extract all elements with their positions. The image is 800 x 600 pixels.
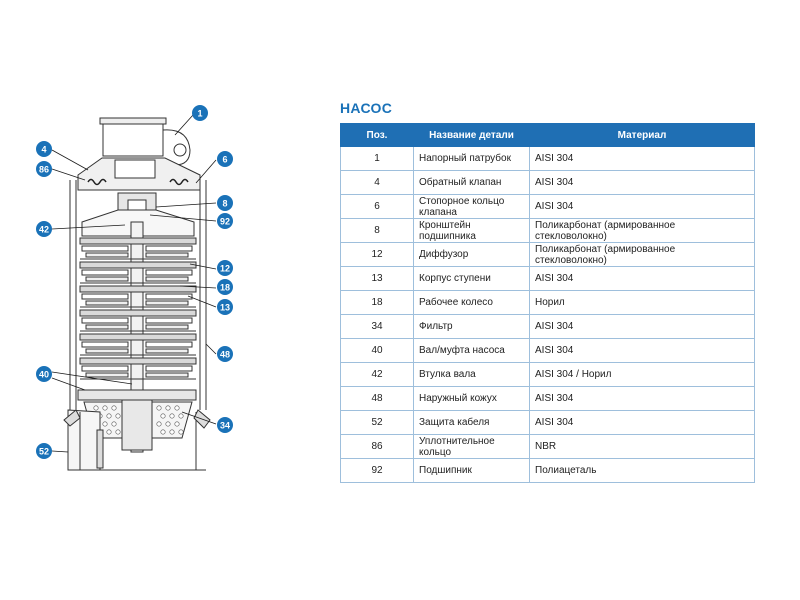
material-cell: AISI 304	[529, 266, 755, 291]
position-cell: 12	[340, 242, 414, 267]
position-cell: 34	[340, 314, 414, 339]
svg-text:48: 48	[220, 350, 230, 360]
callout-48: 48	[217, 346, 233, 362]
svg-text:13: 13	[220, 303, 230, 313]
section-title: НАСОС	[340, 100, 393, 116]
material-cell: Поликарбонат (армированное стекловолокно…	[529, 218, 755, 243]
callout-42: 42	[36, 221, 52, 237]
column-header-part-name: Название детали	[413, 123, 530, 147]
position-cell: 1	[340, 146, 414, 171]
position-cell: 6	[340, 194, 414, 219]
material-cell: AISI 304	[529, 194, 755, 219]
pump-cross-section-diagram: 1 4 86 6 8 92 42 12 18 13 48 40 34 52	[36, 105, 233, 471]
svg-text:86: 86	[39, 165, 49, 175]
material-cell: AISI 304	[529, 410, 755, 435]
callout-40: 40	[36, 366, 52, 382]
part-name-cell: Фильтр	[413, 314, 530, 339]
part-name-cell: Стопорное кольцо клапана	[413, 194, 530, 219]
material-cell: NBR	[529, 434, 755, 459]
part-name-cell: Наружный кожух	[413, 386, 530, 411]
svg-text:1: 1	[197, 109, 202, 119]
svg-text:42: 42	[39, 225, 49, 235]
callout-18: 18	[217, 279, 233, 295]
position-cell: 13	[340, 266, 414, 291]
svg-text:34: 34	[220, 421, 230, 431]
material-cell: AISI 304 / Норил	[529, 362, 755, 387]
svg-text:92: 92	[220, 217, 230, 227]
callout-92: 92	[217, 213, 233, 229]
position-cell: 8	[340, 218, 414, 243]
material-cell: AISI 304	[529, 386, 755, 411]
position-cell: 92	[340, 458, 414, 483]
material-cell: Поликарбонат (армированное стекловолокно…	[529, 242, 755, 267]
column-header-position: Поз.	[340, 123, 414, 147]
table-header-row: Поз. Название детали Материал	[340, 123, 755, 147]
svg-text:6: 6	[222, 155, 227, 165]
part-name-cell: Диффузор	[413, 242, 530, 267]
part-name-cell: Втулка вала	[413, 362, 530, 387]
callout-86: 86	[36, 161, 52, 177]
svg-text:40: 40	[39, 370, 49, 380]
part-name-cell: Корпус ступени	[413, 266, 530, 291]
callout-12: 12	[217, 260, 233, 276]
part-name-cell: Подшипник	[413, 458, 530, 483]
callout-1: 1	[192, 105, 208, 121]
position-cell: 18	[340, 290, 414, 315]
svg-text:18: 18	[220, 283, 230, 293]
material-cell: AISI 304	[529, 146, 755, 171]
part-name-cell: Напорный патрубок	[413, 146, 530, 171]
callout-6: 6	[217, 151, 233, 167]
position-cell: 48	[340, 386, 414, 411]
callout-34: 34	[217, 417, 233, 433]
position-cell: 4	[340, 170, 414, 195]
position-cell: 86	[340, 434, 414, 459]
leader-lines	[51, 114, 217, 453]
callout-13: 13	[217, 299, 233, 315]
part-name-cell: Вал/муфта насоса	[413, 338, 530, 363]
material-cell: AISI 304	[529, 338, 755, 363]
position-cell: 52	[340, 410, 414, 435]
svg-text:52: 52	[39, 447, 49, 457]
part-name-cell: Рабочее колесо	[413, 290, 530, 315]
filter-and-base	[63, 389, 211, 471]
svg-text:4: 4	[41, 145, 46, 155]
position-cell: 40	[340, 338, 414, 363]
part-name-cell: Уплотнительное кольцо	[413, 434, 530, 459]
part-name-cell: Обратный клапан	[413, 170, 530, 195]
material-cell: Норил	[529, 290, 755, 315]
pump-stages	[79, 237, 197, 380]
callout-8: 8	[217, 195, 233, 211]
callout-52: 52	[36, 443, 52, 459]
material-cell: Полиацеталь	[529, 458, 755, 483]
svg-text:12: 12	[220, 264, 230, 274]
column-header-material: Материал	[529, 123, 755, 147]
material-cell: AISI 304	[529, 170, 755, 195]
position-cell: 42	[340, 362, 414, 387]
svg-text:8: 8	[222, 199, 227, 209]
callout-4: 4	[36, 141, 52, 157]
part-name-cell: Кронштейн подшипника	[413, 218, 530, 243]
material-cell: AISI 304	[529, 314, 755, 339]
part-name-cell: Защита кабеля	[413, 410, 530, 435]
